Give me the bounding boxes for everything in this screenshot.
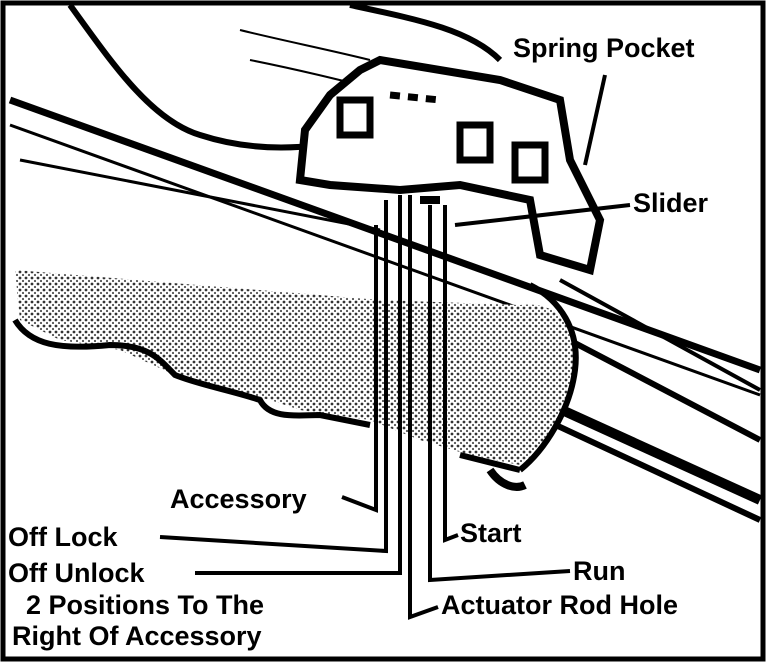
label-slider: Slider xyxy=(633,188,709,218)
label-positions-line1: 2 Positions To The xyxy=(26,590,264,620)
actuator-leader xyxy=(408,195,439,620)
label-actuator-rod-hole: Actuator Rod Hole xyxy=(441,590,678,620)
slider-leader xyxy=(454,203,631,227)
off-unlock-leader xyxy=(195,195,402,575)
label-spring-pocket: Spring Pocket xyxy=(513,33,695,63)
spring-pocket-leader xyxy=(583,74,607,166)
spring-pocket-bracket xyxy=(295,55,605,276)
column-bottom-edge xyxy=(486,467,527,491)
label-start: Start xyxy=(460,518,522,548)
label-off-unlock: Off Unlock xyxy=(8,558,145,588)
column-housing xyxy=(15,270,576,465)
accessory-leader xyxy=(341,225,378,513)
label-positions-line2: Right Of Accessory xyxy=(12,621,262,651)
off-lock-leader xyxy=(159,200,388,554)
label-run: Run xyxy=(573,556,625,586)
label-accessory: Accessory xyxy=(170,484,307,514)
run-leader xyxy=(428,205,571,583)
label-off-lock: Off Lock xyxy=(8,522,118,552)
start-leader xyxy=(443,205,459,543)
column-housing-outline xyxy=(12,282,579,473)
leader-lines xyxy=(159,74,631,620)
